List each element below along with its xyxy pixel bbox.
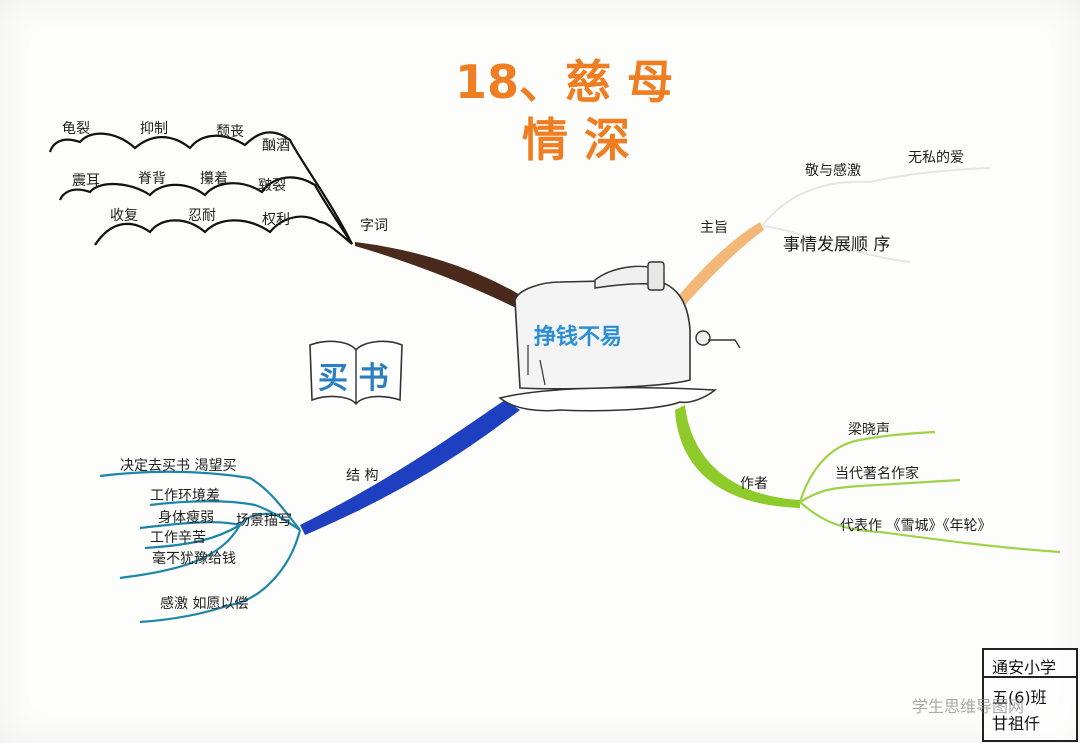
author-item-3: 代表作 《雪城》《年轮》 xyxy=(840,518,991,534)
author-item-1: 梁晓声 xyxy=(848,422,890,438)
book-label: 买 书 xyxy=(318,361,388,396)
vocab-word-1: 龟裂 xyxy=(62,121,90,137)
vocab-word-10: 忍耐 xyxy=(188,208,216,224)
structure-item-1: 决定去买书 渴望买 xyxy=(120,458,236,474)
theme-branch-trunk xyxy=(675,222,764,305)
vocab-word-2: 抑制 xyxy=(140,121,168,137)
stamp-class: 五(6)班 xyxy=(992,688,1047,707)
structure-branch-label: 结 构 xyxy=(346,468,378,484)
title-line1: 18、慈 母 xyxy=(455,55,673,109)
book-illustration: 买 书 xyxy=(309,340,403,406)
vocab-word-11: 权利 xyxy=(262,212,290,228)
title-line2: 情 深 xyxy=(522,113,630,167)
structure-item-4: 工作辛苦 xyxy=(150,530,206,546)
vocab-word-9: 收复 xyxy=(110,207,138,224)
theme-branch-label: 主旨 xyxy=(700,220,728,236)
structure-branch-trunk xyxy=(300,400,520,535)
vocab-word-5: 震耳 xyxy=(72,173,100,189)
author-curves xyxy=(798,430,1061,554)
theme-item-3: 事情发展顺 序 xyxy=(783,235,890,255)
structure-curves xyxy=(99,470,302,624)
structure-sub-label: 场景描写 xyxy=(236,513,292,529)
theme-item-2: 无私的爱 xyxy=(908,150,964,166)
vocab-word-3: 颓丧 xyxy=(216,124,244,140)
structure-item-6: 感激 如愿以偿 xyxy=(160,595,248,612)
vocab-word-7: 攥着 xyxy=(200,170,228,187)
structure-item-5: 毫不犹豫给钱 xyxy=(152,550,236,567)
vocab-word-6: 脊背 xyxy=(138,171,166,187)
watermark: 学生思维导图网 xyxy=(912,697,1025,716)
author-branch-label: 作者 xyxy=(740,476,768,492)
theme-item-1: 敬与感激 xyxy=(805,162,861,179)
structure-item-2: 工作环境差 xyxy=(150,488,220,504)
stamp-name: 甘祖仟 xyxy=(992,714,1041,733)
stamp-school: 通安小学 xyxy=(984,654,1076,678)
vocab-curves xyxy=(48,131,353,246)
student-info-box: 通安小学 五(6)班 甘祖仟 xyxy=(982,648,1078,742)
vocab-word-8: 皲裂 xyxy=(258,178,286,194)
author-item-2: 当代著名作家 xyxy=(835,465,919,482)
structure-item-3: 身体瘦弱 xyxy=(158,509,214,526)
vocab-branch-trunk xyxy=(355,242,525,310)
vocab-branch-label: 字词 xyxy=(360,218,388,234)
vocab-word-4: 酗酒 xyxy=(262,138,290,154)
theme-curves xyxy=(761,167,991,263)
author-branch-trunk xyxy=(675,405,800,508)
sewing-machine-illustration: 挣钱不易 xyxy=(498,261,741,412)
center-label: 挣钱不易 xyxy=(534,324,622,350)
